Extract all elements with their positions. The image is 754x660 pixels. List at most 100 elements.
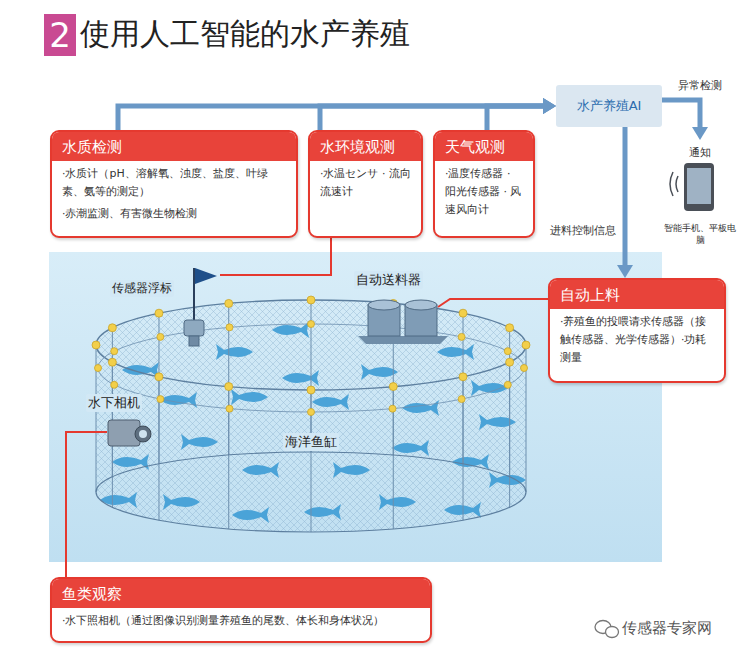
leader-line [66, 432, 107, 577]
box-title: 水产养殖AI [577, 98, 642, 114]
ai-box: 水产养殖AI [556, 85, 662, 127]
float-dot [308, 409, 315, 416]
fish [100, 492, 137, 508]
float-dot [111, 348, 118, 355]
box-header: 水环境观测 [310, 132, 421, 161]
box-header: 水质检测 [52, 132, 296, 161]
box-header: 自动上料 [550, 280, 724, 309]
float-dot [108, 358, 116, 366]
float-dot [108, 324, 116, 332]
leader-line [438, 299, 548, 307]
float-dot [155, 309, 163, 317]
float-dot [225, 383, 233, 391]
part-label: 传感器浮标 [110, 280, 174, 297]
float-dot [521, 365, 528, 372]
float-dot [389, 383, 397, 391]
arrowhead [692, 127, 708, 140]
net-ring [96, 300, 526, 390]
edge-label: 进料控制信息 [548, 224, 618, 238]
float-dot [95, 365, 102, 372]
fish [333, 462, 370, 478]
box-body: ·水温センサ · 流向流速计 [310, 161, 421, 207]
box-body: ·温度传感器 · 阳光传感器 · 风速风向计 [435, 161, 533, 225]
process-box: 天气观测·温度传感器 · 阳光传感器 · 风速风向计 [433, 130, 535, 238]
float-dot [155, 373, 163, 381]
notice-label: 通知 [660, 146, 740, 160]
fish [304, 504, 341, 520]
float-dot [226, 405, 233, 412]
box-header: 天气观测 [435, 132, 533, 161]
watermark-icon [595, 621, 619, 638]
net-bottom [96, 452, 526, 532]
fish [444, 502, 481, 518]
fish [242, 462, 279, 478]
float-dot [459, 373, 467, 381]
connector [617, 127, 633, 278]
box-body: ·水质计（pH、溶解氧、浊度、盐度、叶绿素、氨等的测定） [52, 161, 296, 201]
float-dot [92, 341, 100, 349]
float-dot [458, 396, 465, 403]
float-dot [504, 381, 511, 388]
float-dot [225, 299, 233, 307]
process-box: 水质检测·水质计（pH、溶解氧、浊度、盐度、叶绿素、氨等的测定）·赤潮监测、有害… [50, 130, 298, 238]
process-box: 水环境观测·水温センサ · 流向流速计 [308, 130, 423, 238]
fish [402, 400, 439, 416]
arrowhead [543, 98, 556, 114]
fish-group [100, 322, 526, 523]
leader-line [220, 238, 331, 275]
float-dot [308, 321, 315, 328]
net-ring [98, 324, 524, 412]
underwater-camera [108, 420, 151, 446]
watermark: 传感器专家网 [620, 618, 714, 638]
fish [231, 389, 268, 405]
fish [232, 507, 269, 523]
float-dot [522, 341, 530, 349]
fish [181, 434, 218, 450]
float-dot [157, 396, 164, 403]
fish [282, 370, 319, 386]
fish [392, 440, 429, 456]
fish [163, 494, 200, 510]
connector [662, 100, 708, 140]
float-dot [226, 324, 233, 331]
fish [479, 414, 516, 430]
float-dot [506, 324, 514, 332]
float-dot [459, 309, 467, 317]
float-dot [389, 405, 396, 412]
box-body: ·养殖鱼的投喂请求传感器（接触传感器、光学传感器）·功耗测量 [550, 309, 724, 373]
fish [216, 344, 253, 360]
device-caption: 智能手机、平板电脑 [660, 222, 740, 246]
sensor-buoy [184, 268, 217, 346]
arrowhead [543, 98, 556, 114]
float-dot [307, 296, 315, 304]
float-dot [111, 381, 118, 388]
process-box: 鱼类观察·水下照相机（通过图像识别测量养殖鱼的尾数、体长和身体状况） [50, 577, 432, 643]
fish [489, 472, 526, 488]
float-dot [504, 348, 511, 355]
box-header: 鱼类观察 [52, 579, 430, 608]
connector-line [623, 127, 628, 266]
part-label: 海洋鱼缸 [283, 433, 339, 451]
fish [312, 394, 349, 410]
connector [118, 98, 556, 130]
net-frame [96, 300, 526, 532]
edge-label: 异常检测 [676, 79, 724, 93]
connector [487, 98, 556, 130]
fish [379, 494, 416, 510]
connector-line [118, 106, 544, 130]
device-node: 通知智能手机、平板电脑 [660, 140, 740, 246]
float-dot [458, 333, 465, 340]
part-label: 水下相机 [86, 394, 142, 412]
fish [361, 364, 398, 380]
connector-line [487, 106, 544, 130]
auto-feeder [358, 300, 448, 344]
float-dot [506, 358, 514, 366]
connector-line [662, 100, 700, 128]
float-dot [307, 386, 315, 394]
net-body [96, 300, 526, 532]
icon-space [660, 160, 740, 222]
arrowhead [617, 265, 633, 278]
connector [320, 98, 556, 130]
float-dot [157, 333, 164, 340]
